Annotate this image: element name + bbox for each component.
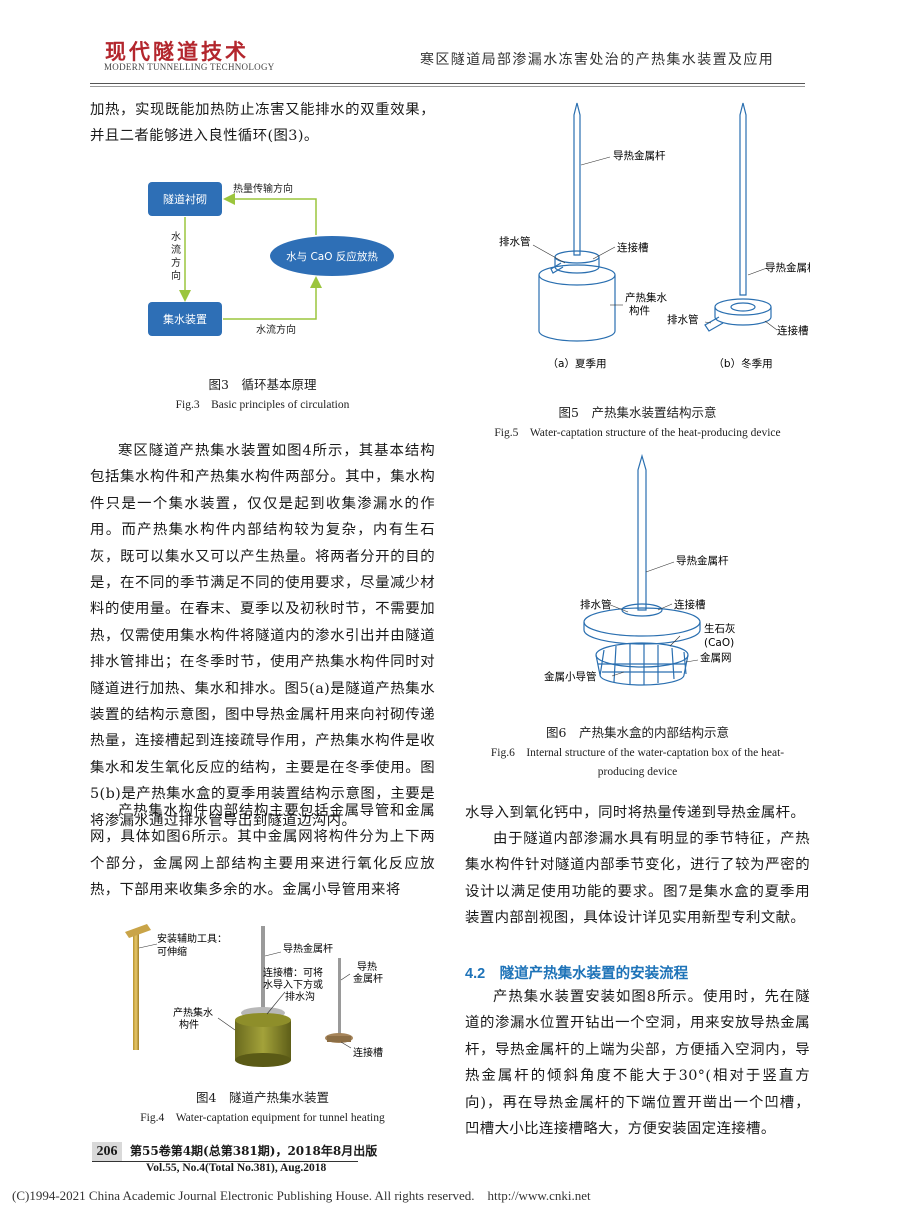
fig5b-rod-label: 导热金属杆 — [765, 261, 810, 274]
page-number: 206 — [92, 1142, 122, 1162]
figure-3-diagram: 隧道衬砌 集水装置 水与 CaO 反应放热 热量传输方向 水 流 方 向 水流方… — [148, 182, 394, 336]
fig5a-drain-label: 排水管 — [499, 235, 531, 248]
flow-bottom-label: 水流方向 — [256, 323, 296, 336]
figure-5-caption-cn: 图5 产热集水装置结构示意 — [558, 405, 717, 420]
flow-vertical-4: 向 — [171, 269, 181, 282]
section-heading-4-2: 4.2 隧道产热集水装置的安装流程 — [465, 966, 689, 982]
fig5a-rod — [573, 102, 581, 256]
paragraph-intro: 加热，实现既能加热防止冻害又能排水的双重效果，并且二者能够进入良性循环(图3)。 — [90, 102, 435, 145]
running-title: 寒区隧道局部渗漏水冻害处治的产热集水装置及应用 — [420, 52, 775, 68]
fig5b-drain-label: 排水管 — [667, 313, 699, 326]
figure-4-photo: 安装辅助工具： 可伸缩 导热金属杆 连接槽：可将 水导入下方或 排水沟 导热 金… — [125, 924, 383, 1067]
header-rule-thin — [90, 86, 805, 87]
fig5a-groove-label: 连接槽 — [617, 241, 649, 254]
figure-3-caption-cn: 图3 循环基本原理 — [208, 377, 317, 392]
fig4-ditch-label: 排水沟 — [285, 990, 315, 1003]
fig4-tool-label: 安装辅助工具： — [157, 932, 227, 945]
fig5b-groove-label: 连接槽 — [777, 324, 809, 337]
figure-5-caption-en: Fig.5 Water-captation structure of the h… — [494, 427, 781, 439]
issue-info-cn: 第55卷第4期(总第381期)，2018年8月出版 — [130, 1144, 378, 1158]
collector-box-label: 集水装置 — [163, 312, 207, 326]
fig6-mesh-label: 金属网 — [700, 651, 732, 664]
figure-6-caption-en-1: Fig.6 Internal structure of the water-ca… — [490, 747, 785, 759]
fig4-member-label-b: 构件 — [179, 1018, 199, 1031]
figure-5-diagram: 导热金属杆 排水管 连接槽 产热集水 构件 （a）夏季用 导热金属杆 排水管 连… — [499, 102, 810, 370]
fig4-rod-label: 导热金属杆 — [283, 942, 333, 955]
fig6-tube-label: 金属小导管 — [544, 670, 597, 683]
copyright-notice: (C)1994-2021 China Academic Journal Elec… — [12, 1188, 591, 1203]
lining-box — [148, 182, 222, 216]
heat-direction-label: 热量传输方向 — [233, 182, 293, 195]
flow-vertical-2: 流 — [171, 243, 181, 256]
collector-box — [148, 302, 222, 336]
header-rule — [90, 83, 805, 84]
figure-3-caption-en: Fig.3 Basic principles of circulation — [175, 399, 350, 411]
fig5b-rod — [739, 102, 747, 296]
flow-arrow-right — [223, 276, 322, 320]
footer-rule — [92, 1161, 358, 1162]
paragraph-structure: 寒区隧道产热集水装置如图4所示，其基本结构包括集水构件和产热集水构件两部分。其中… — [90, 443, 435, 829]
paragraph-continue: 水导入到氧化钙中，同时将热量传递到导热金属杆。 — [465, 805, 806, 821]
journal-title-cn: 现代隧道技术 — [105, 39, 249, 64]
reaction-label: 水与 CaO 反应放热 — [286, 250, 378, 263]
fig5a-drain — [550, 262, 564, 274]
fig6-lime-label: 生石灰 — [704, 622, 736, 635]
fig4-groove-label-2: 水导入下方或 — [263, 978, 323, 991]
heat-arrow — [223, 193, 317, 235]
fig6-rod-label: 导热金属杆 — [676, 554, 729, 567]
assist-tool-head — [125, 924, 151, 938]
small-heat-rod — [338, 958, 341, 1036]
fig5b-subcaption: （b）冬季用 — [713, 357, 772, 370]
paragraph-internal: 产热集水构件内部结构主要包括金属导管和金属网，具体如图6所示。其中金属网将构件分… — [90, 803, 435, 899]
fig4-member-label-a: 产热集水 — [173, 1006, 213, 1019]
flow-vertical-1: 水 — [171, 231, 181, 243]
paragraph-install: 产热集水装置安装如图8所示。使用时，先在隧道的渗漏水位置开钻出一个空洞，用来安放… — [465, 989, 810, 1138]
reaction-ellipse — [270, 236, 394, 276]
fig5b-drain — [704, 316, 724, 332]
figure-6-diagram: 导热金属杆 排水管 连接槽 生石灰 (CaO) 金属网 金属小导管 — [544, 453, 736, 686]
fig6-cao-label: (CaO) — [704, 637, 734, 649]
lining-box-label: 隧道衬砌 — [163, 192, 207, 206]
heat-rod — [261, 926, 265, 1014]
fig5a-rod-label: 导热金属杆 — [613, 149, 666, 162]
figure-6-caption-en-2: producing device — [597, 766, 678, 778]
figure-4-caption-cn: 图4 隧道产热集水装置 — [196, 1090, 329, 1105]
paragraph-season: 由于隧道内部渗漏水具有明显的季节特征，产热集水构件针对隧道内部季节变化，进行了较… — [465, 831, 810, 927]
fig5a-member-label-b: 构件 — [629, 304, 650, 317]
fig6-drain-label: 排水管 — [580, 598, 612, 611]
figure-6-caption-cn: 图6 产热集水盒的内部结构示意 — [546, 725, 729, 740]
fig4-tool-label-2: 可伸缩 — [157, 945, 187, 958]
fig5a-subcaption: （a）夏季用 — [548, 358, 607, 370]
fig4-rod2-label-b: 金属杆 — [353, 972, 383, 985]
fig4-groove-label: 连接槽：可将 — [263, 966, 323, 979]
figure-4-caption-en: Fig.4 Water-captation equipment for tunn… — [140, 1112, 385, 1124]
issue-info-en: Vol.55, No.4(Total No.381), Aug.2018 — [146, 1162, 327, 1174]
assist-tool-pole — [133, 932, 139, 1050]
fig6-groove-label: 连接槽 — [674, 598, 706, 611]
fig5a-member-label-a: 产热集水 — [625, 291, 667, 304]
fig4-groove3-label: 连接槽 — [353, 1046, 383, 1059]
fig6-rod — [637, 453, 647, 611]
fig4-rod2-label-a: 导热 — [357, 960, 377, 973]
journal-title-en: MODERN TUNNELLING TECHNOLOGY — [104, 62, 275, 72]
flow-vertical-3: 方 — [171, 256, 181, 269]
